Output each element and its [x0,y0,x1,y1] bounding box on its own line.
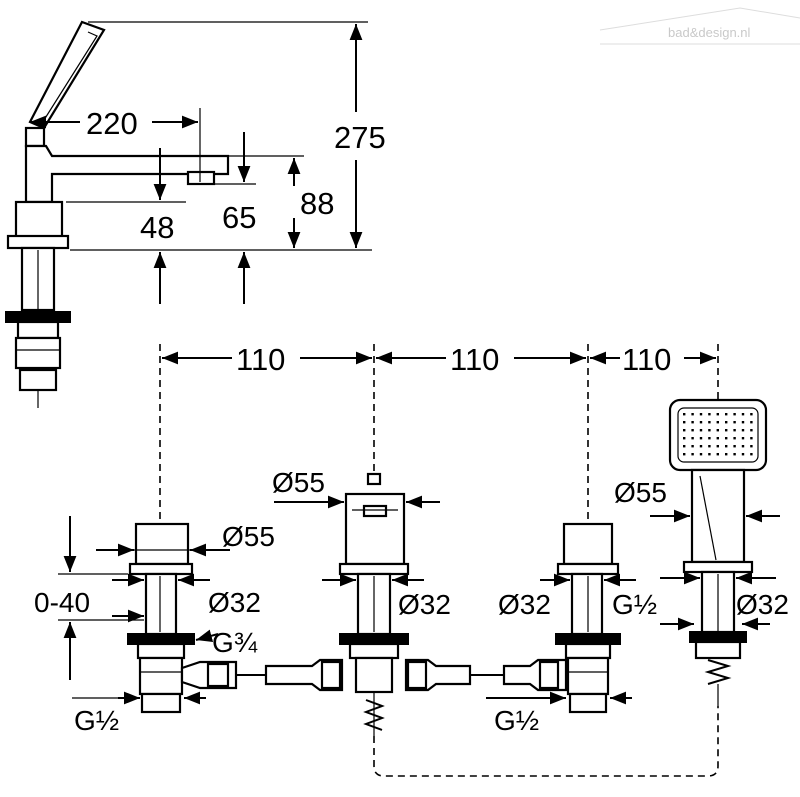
shower-hose [373,706,719,777]
nozzle-dot [708,421,711,424]
right-valve-dia-shank: Ø32 [498,589,551,620]
spout-dia-shank: Ø32 [398,589,451,620]
nozzle-dot [750,437,753,440]
nozzle-dot [691,445,694,448]
nozzle-dot [716,453,719,456]
valve-handle [562,522,614,566]
shower-nozzles [683,413,753,456]
nozzle-dot [733,429,736,432]
dim-275: 275 [334,120,386,155]
hand-shower-thread: G½ [612,589,657,620]
nozzle-dot [683,453,686,456]
nozzle-dot [725,429,728,432]
nozzle-dot [716,445,719,448]
nozzle-dot [708,453,711,456]
nozzle-dot [741,421,745,424]
nozzle-dot [733,453,736,456]
left-valve-thread-top: G¾ [212,627,258,658]
spacing-dim-3: 110 [622,342,671,377]
nozzle-dot [708,429,711,432]
left-valve-thread-bottom: G½ [74,705,119,736]
right-valve-thread-bottom: G½ [494,705,539,736]
watermark-text: bad&design.nl [668,25,751,40]
spout-front: Ø55 Ø32 [264,467,504,736]
left-valve-dia-top: Ø55 [222,521,275,552]
spout-dia-top: Ø55 [272,467,325,498]
nozzle-dot [725,421,728,424]
nozzle-dot [683,445,686,448]
nozzle-dot [741,453,745,456]
nozzle-dot [741,429,745,432]
dim-220: 220 [86,106,138,141]
nozzle-dot [750,445,753,448]
nozzle-dot [750,453,753,456]
spacing-dim-2: 110 [450,342,499,377]
nozzle-dot [699,445,703,448]
dim-48: 48 [140,210,174,245]
nozzle-dot [733,421,736,424]
nozzle-dot [691,437,694,440]
nozzle-dot [725,437,728,440]
nozzle-dot [716,421,719,424]
nozzle-dot [683,421,686,424]
nozzle-dot [725,413,728,416]
nozzle-dot [733,445,736,448]
nozzle-dot [699,437,703,440]
nozzle-dot [699,421,703,424]
left-valve-dia-shank: Ø32 [208,587,261,618]
shower-handle [690,468,746,564]
nozzle-dot [691,453,694,456]
nozzle-dot [733,413,736,416]
nozzle-dot [741,413,745,416]
nozzle-dot [741,445,745,448]
nozzle-dot [699,429,703,432]
nozzle-dot [716,413,719,416]
nozzle-dot [750,429,753,432]
watermark: bad&design.nl [599,7,800,45]
left-valve: Ø55 Ø32 0-40 G¾ G½ [34,516,275,736]
nozzle-dot [708,445,711,448]
right-valve: Ø32 G½ [486,522,636,736]
dim-65: 65 [222,200,256,235]
nozzle-dot [750,421,753,424]
nozzle-dot [716,437,719,440]
nozzle-dot [708,437,711,440]
spacing-dim-1: 110 [236,342,285,377]
shower-head [668,398,768,472]
spout-body [344,492,406,566]
nozzle-dot [725,453,728,456]
dim-88: 88 [300,186,334,221]
nozzle-dot [683,437,686,440]
nozzle-dot [691,413,694,416]
hand-shower: Ø55 Ø32 G½ [612,398,789,706]
nozzle-dot [741,437,745,440]
spacing-dimensions: 110 110 110 [159,342,719,530]
nozzle-dot [691,429,694,432]
nozzle-dot [750,413,753,416]
nozzle-dot [708,413,711,416]
hand-shower-dia-shank: Ø32 [736,589,789,620]
valve-handle [134,522,190,566]
nozzle-dot [725,445,728,448]
nozzle-dot [716,429,719,432]
left-valve-range: 0-40 [34,587,90,618]
nozzle-dot [699,453,703,456]
nozzle-dot [683,413,686,416]
side-view: 220 275 88 48 65 [5,20,386,408]
nozzle-dot [699,413,703,416]
nozzle-dot [733,437,736,440]
nozzle-dot [691,421,694,424]
nozzle-dot [683,429,686,432]
hand-shower-dia-top: Ø55 [614,477,667,508]
